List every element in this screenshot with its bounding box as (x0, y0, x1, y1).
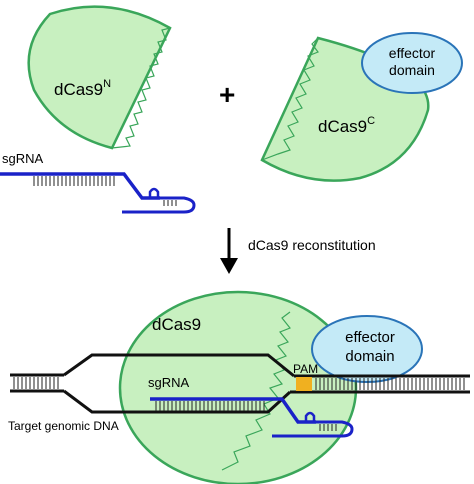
sgrna-top-label: sgRNA (2, 151, 44, 166)
dna-right-basepairs (315, 378, 465, 390)
dna-bubble-bottom-strand (63, 389, 292, 414)
effector-top-line1: effector (389, 45, 436, 61)
pam-label: PAM (293, 362, 318, 376)
dcas9-n-half: dCas9N (27, 5, 172, 150)
dcas9-n-body (27, 5, 172, 150)
effector-bottom-line1: effector (345, 329, 395, 346)
effector-domain-top: effector domain (361, 32, 463, 94)
sgrna-bottom-hairpin-1 (304, 411, 316, 422)
target-dna: PAM Target genomic DNA (8, 353, 470, 433)
sgrna-top-strand (0, 172, 160, 200)
pam-sequence (296, 377, 312, 391)
sgrna-bottom-hairpin-2-bases (319, 424, 337, 431)
sgrna-bottom-hairpin-2 (272, 420, 354, 438)
sgrna-top: sgRNA (0, 151, 196, 214)
effector-top-line2: domain (389, 62, 435, 78)
sgrna-bottom-label: sgRNA (148, 375, 190, 390)
dcas9-bottom-label: dCas9 (152, 315, 201, 334)
effector-domain-bottom: effector domain (311, 315, 423, 383)
sgrna-top-hairpin-1 (148, 187, 160, 198)
effector-domain-bottom-shape (311, 315, 423, 383)
sgrna-bottom-pairing (155, 401, 265, 411)
dcas9-reconstituted-seam (221, 311, 291, 471)
sgrna-top-hairpin-2-bases (163, 200, 177, 206)
dna-bubble-top-strand (63, 353, 295, 378)
dcas9-c-label: dCas9C (318, 115, 375, 136)
sgrna-bottom: sgRNA (148, 375, 354, 438)
dcas9-n-split-seam (111, 27, 171, 149)
dna-left-basepairs (13, 377, 59, 389)
step-label: dCas9 reconstitution (248, 237, 376, 253)
dcas9-c-split-seam (261, 37, 319, 161)
sgrna-top-hairpin-2 (122, 196, 196, 214)
reconstitution-step: dCas9 reconstitution (220, 228, 376, 274)
dna-label: Target genomic DNA (8, 419, 119, 433)
sgrna-top-bases (33, 176, 115, 186)
plus-sign: + (219, 79, 235, 110)
step-arrow-head (220, 258, 238, 274)
effector-domain-top-shape (361, 32, 463, 94)
effector-bottom-line2: domain (345, 348, 394, 365)
dcas9-n-label: dCas9N (54, 78, 111, 99)
